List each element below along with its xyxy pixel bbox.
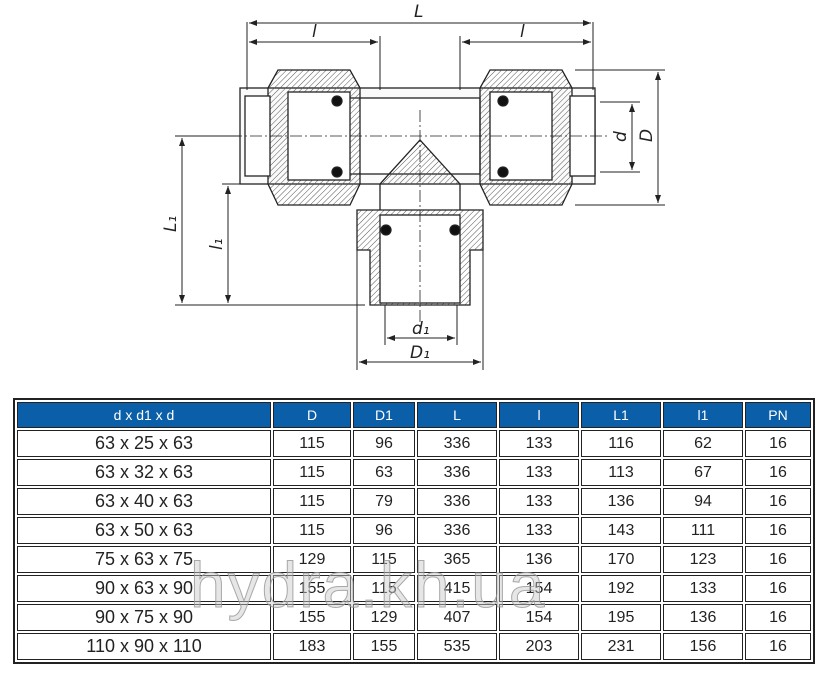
table-cell: 96 <box>353 517 415 544</box>
header-l: l <box>499 402 579 428</box>
table-cell: 195 <box>581 604 661 631</box>
dimension-lines <box>175 20 665 370</box>
tee-body <box>230 69 610 330</box>
dim-label-l-right: l <box>520 22 525 42</box>
table-cell: 62 <box>663 430 743 457</box>
dimensions-table: d x d1 x d D D1 L l L1 l1 PN 63 x 25 x 6… <box>13 398 815 664</box>
table-cell: 111 <box>663 517 743 544</box>
table-cell: 415 <box>417 575 497 602</box>
table-cell: 203 <box>499 633 579 660</box>
table-cell: 90 x 75 x 90 <box>17 604 271 631</box>
header-size: d x d1 x d <box>17 402 271 428</box>
table-cell: 63 <box>353 459 415 486</box>
table-cell: 231 <box>581 633 661 660</box>
table-cell: 113 <box>581 459 661 486</box>
table-cell: 129 <box>273 546 351 573</box>
dim-label-l-left: l <box>312 22 317 42</box>
header-L: L <box>417 402 497 428</box>
table-cell: 63 x 25 x 63 <box>17 430 271 457</box>
table-cell: 136 <box>663 604 743 631</box>
header-D1: D1 <box>353 402 415 428</box>
table-cell: 116 <box>581 430 661 457</box>
table-cell: 155 <box>273 575 351 602</box>
table-cell: 96 <box>353 430 415 457</box>
table-cell: 133 <box>499 517 579 544</box>
tee-fitting-drawing: L l l d D L₁ l₁ d₁ D₁ <box>161 2 665 370</box>
table-cell: 16 <box>745 575 811 602</box>
dim-label-D: D <box>637 129 657 142</box>
table-cell: 123 <box>663 546 743 573</box>
dim-label-L1: L₁ <box>161 216 181 232</box>
table-cell: 75 x 63 x 75 <box>17 546 271 573</box>
header-PN: PN <box>745 402 811 428</box>
table-cell: 67 <box>663 459 743 486</box>
dim-label-l1: l₁ <box>207 238 227 250</box>
table-cell: 156 <box>663 633 743 660</box>
table-cell: 336 <box>417 430 497 457</box>
table-cell: 115 <box>273 488 351 515</box>
table-cell: 336 <box>417 459 497 486</box>
table-cell: 115 <box>353 575 415 602</box>
header-D: D <box>273 402 351 428</box>
table-cell: 16 <box>745 633 811 660</box>
table-cell: 336 <box>417 488 497 515</box>
table-cell: 16 <box>745 459 811 486</box>
table-cell: 154 <box>499 604 579 631</box>
table-cell: 407 <box>417 604 497 631</box>
table-header-row: d x d1 x d D D1 L l L1 l1 PN <box>17 402 811 428</box>
table-cell: 63 x 50 x 63 <box>17 517 271 544</box>
table-cell: 79 <box>353 488 415 515</box>
dim-label-L: L <box>414 2 423 22</box>
table-cell: 136 <box>581 488 661 515</box>
table-cell: 154 <box>499 575 579 602</box>
table-cell: 16 <box>745 517 811 544</box>
table-cell: 16 <box>745 604 811 631</box>
table-cell: 16 <box>745 430 811 457</box>
header-l1: l1 <box>663 402 743 428</box>
table-cell: 63 x 40 x 63 <box>17 488 271 515</box>
table-cell: 16 <box>745 488 811 515</box>
table-cell: 115 <box>273 459 351 486</box>
table-cell: 133 <box>499 430 579 457</box>
table-cell: 129 <box>353 604 415 631</box>
dim-label-D1: D₁ <box>410 343 430 363</box>
dim-label-d1: d₁ <box>412 319 430 339</box>
header-L1: L1 <box>581 402 661 428</box>
table-cell: 110 x 90 x 110 <box>17 633 271 660</box>
table-cell: 63 x 32 x 63 <box>17 459 271 486</box>
table-cell: 336 <box>417 517 497 544</box>
table-cell: 115 <box>273 517 351 544</box>
table-cell: 170 <box>581 546 661 573</box>
table-cell: 94 <box>663 488 743 515</box>
table-cell: 115 <box>353 546 415 573</box>
table-cell: 143 <box>581 517 661 544</box>
table-cell: 115 <box>273 430 351 457</box>
table-cell: 16 <box>745 546 811 573</box>
table-cell: 133 <box>499 459 579 486</box>
table-cell: 133 <box>663 575 743 602</box>
table-cell: 133 <box>499 488 579 515</box>
table-cell: 183 <box>273 633 351 660</box>
table-cell: 136 <box>499 546 579 573</box>
table-cell: 192 <box>581 575 661 602</box>
table-cell: 365 <box>417 546 497 573</box>
dim-label-d: d <box>611 131 631 142</box>
table-cell: 90 x 63 x 90 <box>17 575 271 602</box>
table-cell: 155 <box>353 633 415 660</box>
table-cell: 155 <box>273 604 351 631</box>
table-cell: 535 <box>417 633 497 660</box>
